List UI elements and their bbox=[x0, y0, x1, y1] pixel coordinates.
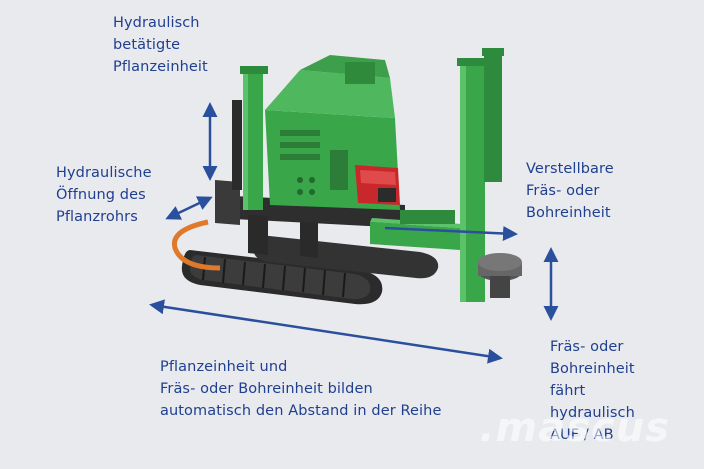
label-distance: Pflanzeinheit und Fräs- oder Bohreinheit… bbox=[160, 359, 442, 419]
label-planting-unit: Hydraulisch betätigte Pflanzeinheit bbox=[113, 15, 208, 75]
label-vertical-move: Fräs- oder Bohreinheit fährt hydraulisch… bbox=[550, 339, 635, 443]
drilling-unit-column bbox=[457, 48, 522, 302]
label-adjustable-unit: Verstellbare Fräs- oder Bohreinheit bbox=[526, 161, 614, 221]
watermark: .mascus bbox=[479, 405, 670, 451]
hydraulic-hose bbox=[171, 219, 221, 271]
arrow-tube-opening bbox=[165, 196, 213, 220]
engine bbox=[355, 165, 400, 205]
annotation-arrows bbox=[149, 102, 559, 364]
planting-tube-mast bbox=[232, 66, 268, 210]
arrow-distance bbox=[149, 299, 503, 364]
arrow-adjustable-unit bbox=[384, 225, 518, 241]
crawler-track bbox=[181, 235, 439, 305]
label-tube-opening: Hydraulische Öffnung des Pflanzrohrs bbox=[56, 165, 152, 225]
